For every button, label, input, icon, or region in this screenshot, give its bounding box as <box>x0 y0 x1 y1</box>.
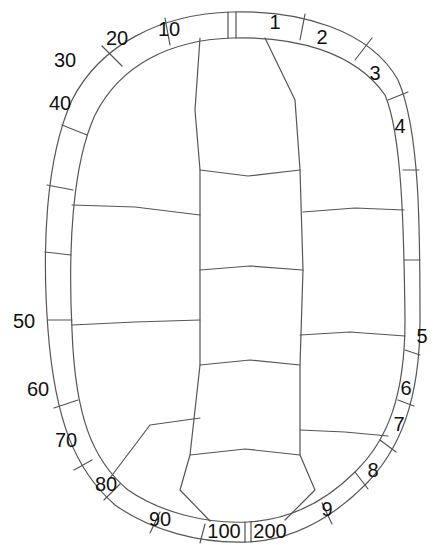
callout-number: 60 <box>27 379 49 399</box>
callout-number: 100 <box>207 521 240 541</box>
callout-number: 50 <box>13 311 35 331</box>
callout-number: 9 <box>321 499 332 519</box>
callout-number: 1 <box>269 12 280 32</box>
callout-number: 40 <box>49 93 71 113</box>
callout-number: 90 <box>149 509 171 529</box>
callout-number: 80 <box>95 474 117 494</box>
callout-number: 8 <box>367 460 378 480</box>
callout-number: 2 <box>316 27 327 47</box>
callout-number: 6 <box>400 378 411 398</box>
callout-number: 20 <box>106 28 128 48</box>
callout-number: 3 <box>369 63 380 83</box>
callout-number: 10 <box>158 19 180 39</box>
callout-number: 70 <box>55 430 77 450</box>
callout-number: 5 <box>416 326 427 346</box>
callout-number: 30 <box>54 50 76 70</box>
callout-number: 4 <box>394 116 405 136</box>
callout-number: 7 <box>393 414 404 434</box>
callout-number: 200 <box>253 521 286 541</box>
